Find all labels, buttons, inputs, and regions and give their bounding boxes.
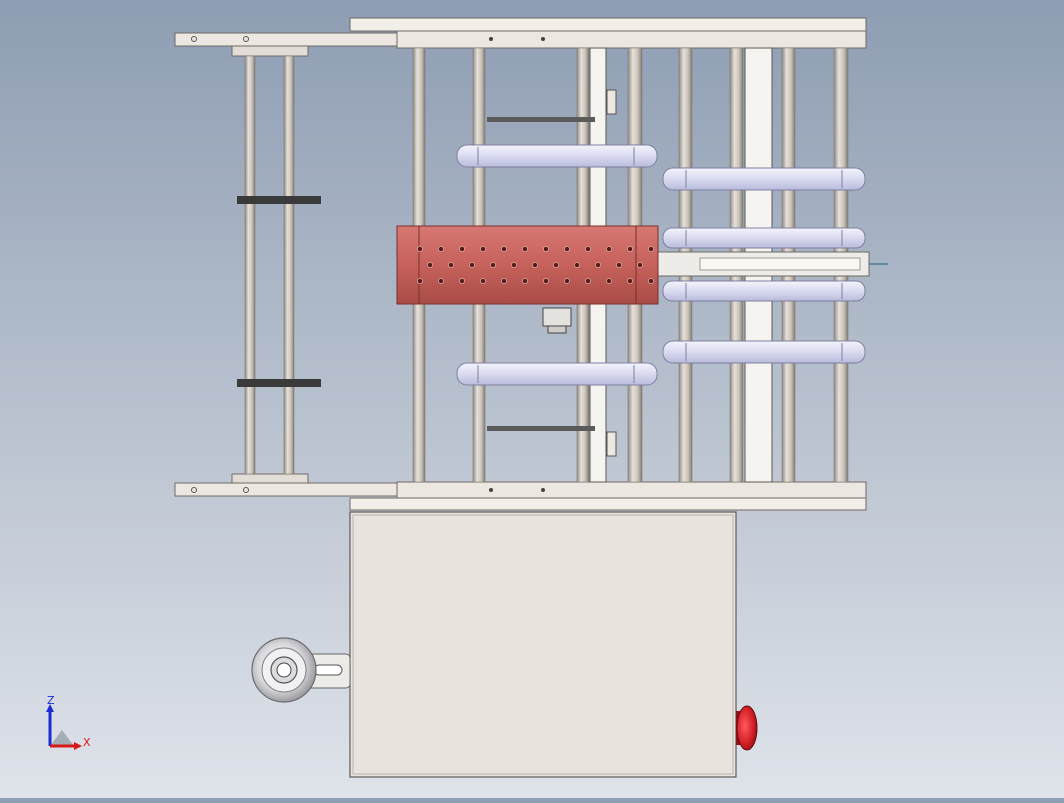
clamp-bar [237, 196, 321, 204]
perforation-hole [564, 278, 570, 284]
left-guide-rods [237, 55, 321, 475]
top-rail-left [174, 32, 398, 47]
bolt [489, 488, 493, 492]
clamp-bar [237, 379, 321, 387]
perforation-hole [637, 262, 643, 268]
bottom-rail-lower [349, 497, 867, 511]
perforation-hole [616, 262, 622, 268]
perforation-hole [574, 262, 580, 268]
perforation-hole [606, 278, 612, 284]
box-housing [349, 511, 737, 778]
roller-wheel [251, 637, 351, 703]
perforation-hole [553, 262, 559, 268]
slider-shaft-core [699, 257, 861, 271]
belt-link [456, 144, 658, 168]
perforation-hole [459, 246, 465, 252]
perforation-hole [627, 278, 633, 284]
perforation-hole [459, 278, 465, 284]
belt-link [662, 340, 866, 364]
perforation-hole [438, 278, 444, 284]
perforation-hole [480, 246, 486, 252]
top-rail-right [396, 30, 867, 49]
perforation-hole [627, 246, 633, 252]
top-rail-lip [231, 45, 309, 57]
bolt [541, 488, 545, 492]
hex-fitting [542, 307, 572, 334]
perforation-hole [648, 278, 654, 284]
perforation-hole [501, 246, 507, 252]
perforation-hole [595, 262, 601, 268]
perforation-hole [543, 278, 549, 284]
belt-links-right [656, 167, 888, 364]
roller-slot [313, 664, 343, 676]
perforation-hole [532, 262, 538, 268]
thin-bracket [487, 426, 595, 431]
perforation-hole [648, 246, 654, 252]
bolt [243, 487, 249, 493]
bottom-rail-right [396, 481, 867, 499]
bottom-rail-left [174, 482, 398, 497]
red-knob [736, 705, 758, 751]
perforation-hole [585, 278, 591, 284]
housing-body [349, 511, 737, 778]
belt-link [456, 362, 658, 386]
orientation-triad: Z X [40, 694, 100, 756]
top-frame [174, 17, 867, 57]
fitting-stem [547, 325, 567, 334]
z-axis-label: Z [47, 696, 55, 707]
perforation-hole [543, 246, 549, 252]
perforation-hole [522, 246, 528, 252]
fitting-nut [542, 307, 572, 327]
perforation-hole [480, 278, 486, 284]
thin-bracket [487, 117, 595, 122]
perforation-hole [522, 278, 528, 284]
perforation-hole [417, 278, 423, 284]
perforation-holes [417, 246, 654, 284]
perforation-hole [438, 246, 444, 252]
perforation-hole [490, 262, 496, 268]
perforation-hole [564, 246, 570, 252]
perforated-block [396, 225, 659, 305]
bracket-block [606, 89, 617, 115]
belt-link [662, 280, 866, 302]
bolt [191, 487, 197, 493]
bottom-frame [174, 473, 867, 511]
belt-links-left [456, 144, 658, 386]
perforation-hole [469, 262, 475, 268]
perforation-hole [585, 246, 591, 252]
xy-plane-icon [50, 730, 74, 746]
thin-brackets [487, 89, 617, 457]
belt-link [662, 167, 866, 191]
perforation-hole [448, 262, 454, 268]
perforation-hole [606, 246, 612, 252]
knob-cap [736, 705, 758, 751]
perforation-hole [501, 278, 507, 284]
bolt [489, 37, 493, 41]
bracket-block [606, 431, 617, 457]
red-block [396, 225, 659, 305]
top-rail-upper [349, 17, 867, 32]
perforation-hole [417, 246, 423, 252]
bolt [541, 37, 545, 41]
x-axis-label: X [83, 736, 91, 749]
perforation-hole [427, 262, 433, 268]
perforation-hole [511, 262, 517, 268]
guide-rod [283, 55, 295, 475]
belt-link [662, 227, 866, 249]
guide-rod [244, 55, 256, 475]
bolt [191, 36, 197, 42]
bolt [243, 36, 249, 42]
